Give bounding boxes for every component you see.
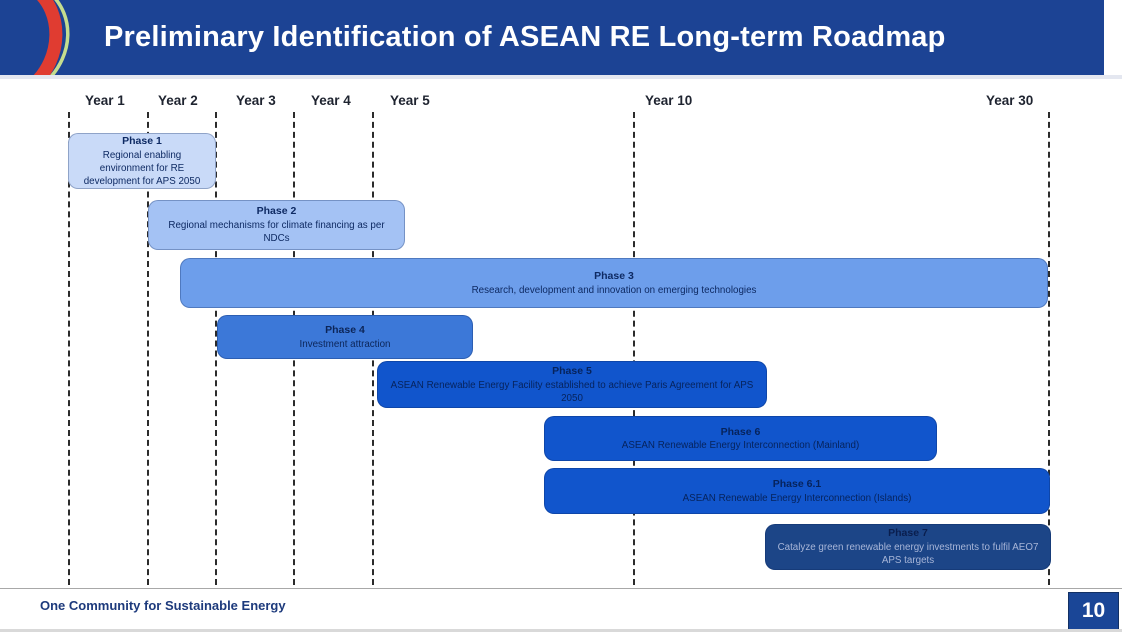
timeline-gridline-7	[1048, 112, 1050, 585]
phase-4-description: Investment attraction	[299, 338, 391, 350]
timeline-gridline-1	[68, 112, 70, 585]
phase-1-title: Phase 1	[122, 134, 162, 147]
phase-bar-phase-2: Phase 2 Regional mechanisms for climate f…	[148, 200, 405, 250]
page-title: Preliminary Identification of ASEAN RE L…	[104, 21, 946, 53]
phase-7-title: Phase 7	[888, 527, 928, 540]
timeline-gridline-2	[147, 112, 149, 585]
phase-5-description: ASEAN Renewable Energy Facility establis…	[390, 379, 754, 404]
phase-4-title: Phase 4	[325, 324, 365, 337]
phase-bar-phase-6: Phase 6 ASEAN Renewable Energy Interconne…	[544, 416, 937, 461]
year-label-7: Year 30	[986, 93, 1034, 108]
year-label-4: Year 4	[311, 93, 351, 108]
phase-6-title: Phase 6	[720, 425, 761, 438]
header-underline	[0, 75, 1122, 79]
year-label-6: Year 10	[645, 93, 693, 108]
phase-bar-phase-7: Phase 7 Catalyze green renewable energy i…	[765, 524, 1051, 570]
footer-tagline: One Community for Sustainable Energy	[40, 598, 286, 613]
phase-bar-phase-5: Phase 5 ASEAN Renewable Energy Facility e…	[377, 361, 767, 408]
phase-6-description: ASEAN Renewable Energy Interconnection (…	[621, 440, 860, 452]
timeline-canvas: Year 1 Year 2 Year 3 Year 4 Year 5 Year 10 Yea…	[0, 79, 1122, 588]
page-number-badge: 10	[1068, 592, 1119, 630]
phase-5-title: Phase 5	[552, 364, 592, 377]
phase-6-1-title: Phase 6.1	[772, 478, 822, 491]
header-banner: Preliminary Identification of ASEAN RE L…	[0, 0, 1104, 75]
phase-2-title: Phase 2	[256, 205, 297, 218]
timeline-gridline-6	[633, 112, 635, 585]
phase-bar-phase-1: Phase 1 Regional enabling environment for…	[68, 133, 216, 189]
year-label-1: Year 1	[85, 93, 125, 108]
phase-6-1-description: ASEAN Renewable Energy Interconnection (…	[682, 492, 912, 504]
phase-3-description: Research, development and innovation on …	[471, 284, 757, 296]
ace-arc-logo-icon	[33, 0, 70, 75]
phase-1-description: Regional enabling environment for RE dev…	[83, 149, 201, 187]
year-label-2: Year 2	[158, 93, 198, 108]
phase-2-description: Regional mechanisms for climate financin…	[168, 220, 385, 245]
page-number: 10	[1081, 599, 1106, 622]
phase-7-description: Catalyze green renewable energy investme…	[777, 542, 1039, 567]
bottom-edge-strip	[0, 629, 1122, 632]
phase-3-title: Phase 3	[594, 270, 634, 283]
year-label-5: Year 5	[390, 93, 430, 108]
footer-divider	[0, 588, 1122, 589]
timeline-gridline-3	[215, 112, 217, 585]
year-label-3: Year 3	[236, 93, 276, 108]
